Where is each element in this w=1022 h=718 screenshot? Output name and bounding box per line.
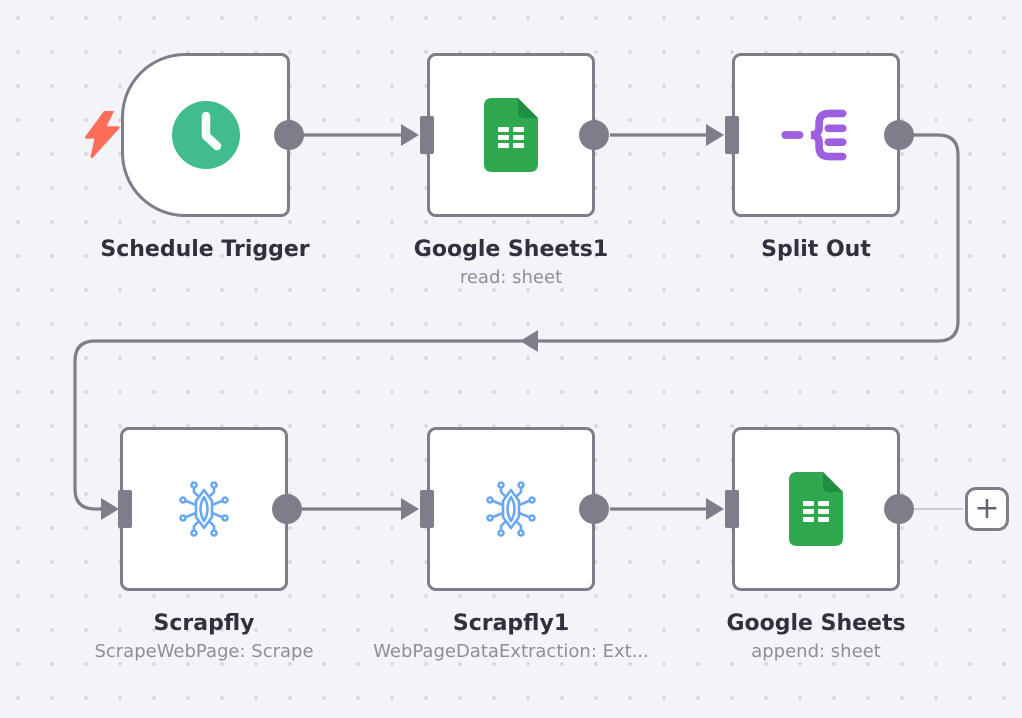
connection-arrow <box>706 498 724 520</box>
node-label-schedule-trigger: Schedule Trigger <box>30 236 380 266</box>
node-title: Schedule Trigger <box>100 237 310 262</box>
node-title: Scrapfly <box>153 611 255 636</box>
node-google-sheets1[interactable] <box>427 53 595 217</box>
node-title: Scrapfly1 <box>452 611 570 636</box>
node-title: Split Out <box>761 237 871 262</box>
node-label-scrapfly1: Scrapfly1 WebPageDataExtraction: Ext... <box>336 610 686 663</box>
node-google-sheets[interactable] <box>732 427 900 591</box>
node-title: Google Sheets <box>726 611 906 636</box>
clock-icon <box>171 101 240 169</box>
plus-icon: + <box>974 491 1000 526</box>
node-schedule-trigger[interactable] <box>121 53 290 217</box>
node-label-scrapfly: Scrapfly ScrapeWebPage: Scrape <box>29 610 379 663</box>
node-subtitle: read: sheet <box>459 266 563 288</box>
lightning-bolt-icon <box>85 111 120 158</box>
node-title: Google Sheets1 <box>413 237 609 262</box>
connection-arrow <box>706 124 724 146</box>
connection-arrow <box>401 124 419 146</box>
connection-arrow <box>101 498 119 520</box>
scrapfly-bug-icon <box>486 481 536 537</box>
node-subtitle: ScrapeWebPage: Scrape <box>94 640 314 662</box>
node-label-split-out: Split Out <box>641 236 991 266</box>
google-sheets-icon <box>484 98 538 172</box>
google-sheets-icon <box>789 472 843 546</box>
connection-arrow <box>401 498 419 520</box>
node-scrapfly[interactable] <box>120 427 288 591</box>
node-subtitle: WebPageDataExtraction: Ext... <box>373 640 649 662</box>
connection-arrow <box>520 330 538 352</box>
scrapfly-bug-icon <box>179 481 229 537</box>
node-scrapfly1[interactable] <box>427 427 595 591</box>
add-node-button[interactable]: + <box>965 487 1009 531</box>
split-out-icon <box>781 109 847 161</box>
node-label-google-sheets: Google Sheets append: sheet <box>641 610 991 663</box>
node-subtitle: append: sheet <box>751 640 881 662</box>
node-split-out[interactable] <box>732 53 900 217</box>
node-label-google-sheets1: Google Sheets1 read: sheet <box>336 236 686 289</box>
